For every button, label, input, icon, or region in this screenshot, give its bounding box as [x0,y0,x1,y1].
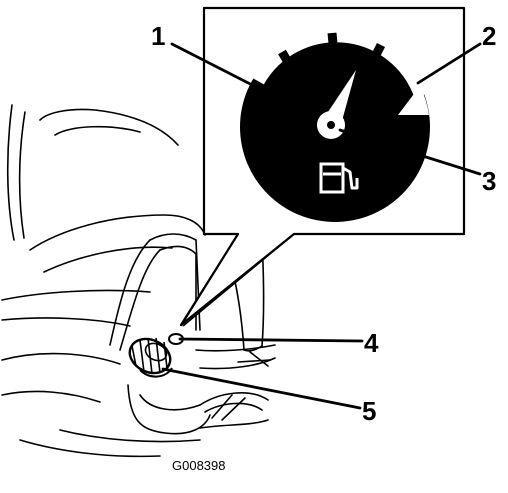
gauge-full-wedge [398,86,429,115]
fuel-pump-icon [319,162,359,194]
machine-sketch [1,104,276,458]
fuel-gauge [240,24,432,222]
leader-lines [161,42,482,410]
gauge-needle-pin [327,121,335,129]
callout-3: 3 [482,166,496,196]
callout-5: 5 [362,396,376,426]
leader-line-5 [161,367,362,410]
gauge-ticks [278,32,386,72]
leader-line-4 [178,337,364,343]
leader-line-2 [416,42,482,85]
callout-4: 4 [364,328,379,358]
figure-code: G008398 [172,458,226,473]
gauge-scale-arc [248,24,432,99]
callout-2: 2 [482,21,496,51]
leader-line-3 [338,128,482,176]
leader-line-1 [170,42,260,90]
callout-1: 1 [151,21,165,51]
